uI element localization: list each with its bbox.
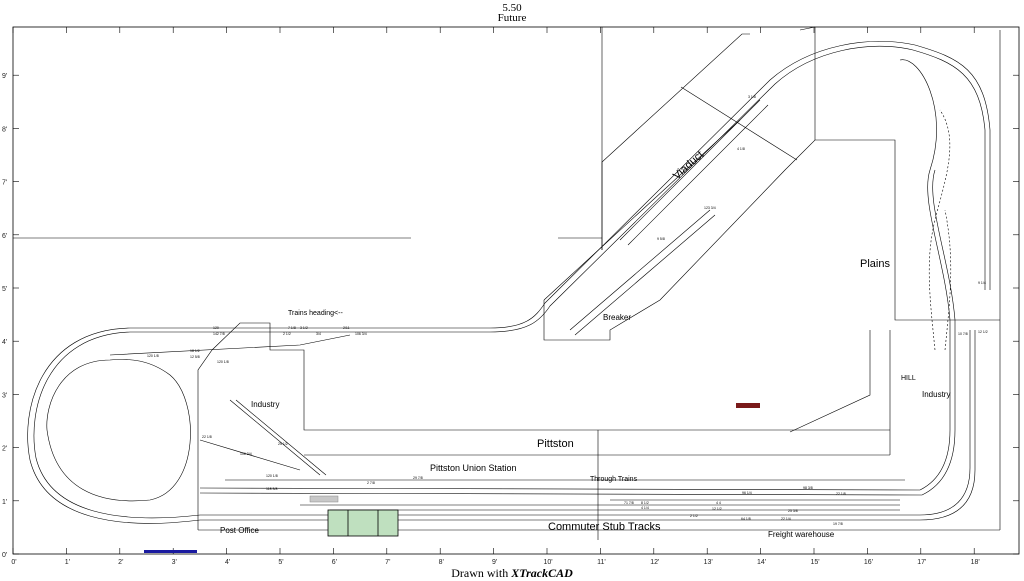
rail-label: 25 1/2 [278,442,288,446]
rail-label: 4 1/4 [641,506,649,510]
footer-credit: Drawn with XTrackCAD [0,566,1024,581]
rail-label: 12 1/2 [712,507,722,511]
rail-label: 12 5/8 [190,355,200,359]
rail-label: 3/4 [316,332,321,336]
x-tick-label: 18' [971,559,980,566]
y-tick-label: 1' [2,499,7,506]
rail-label: 10 7/8 [958,332,968,336]
rail-label: 123 3/4 [704,206,716,210]
scale-label: 5.50 [502,2,522,14]
x-tick-label: 5' [278,559,283,566]
rail-label: 19 7/8 [833,522,843,526]
rail-label: 2/11 [343,326,350,330]
rail-label: 29 7/8 [413,476,423,480]
rail-label: 7 1/8 [288,326,296,330]
x-tick-label: 0' [11,559,16,566]
y-tick-label: 7' [2,180,7,187]
rail-label: 22 1/8 [202,435,212,439]
y-tick-label: 4' [2,339,7,346]
freight-label: Freight warehouse [768,530,835,539]
rail-label: 142 7/8 [213,332,225,336]
rail-label: 120 1/8 [147,354,159,358]
y-tick-label: 3' [2,392,7,399]
y-tick-label: 8' [2,126,7,133]
commuter-shed [327,509,399,537]
rail-label: 98 3/8 [803,486,813,490]
y-tick-label: 9' [2,73,7,80]
rail-label: 22 1/4 [781,517,791,521]
rail-length-labels: 120 7 1/8 3 1/2 2/11 142 7/8 2 1/2 3/4 1… [147,95,988,526]
plan-frame [12,26,1020,555]
industry-right-label: Industry [922,390,950,399]
industry-left-label: Industry [251,400,279,409]
rail-label: 9 5/8 [657,237,665,241]
rail-label: 106 3/4 [240,452,252,456]
rolling-stock [736,403,760,408]
commuter-label: Commuter Stub Tracks [548,521,661,533]
rail-label: 2 1/2 [283,332,291,336]
rail-label: 3 1/2 [300,326,308,330]
x-tick-label: 9' [492,559,497,566]
layout-name: Future [497,12,527,24]
x-tick-label: 4' [225,559,230,566]
x-tick-label: 6' [332,559,337,566]
rail-label: 96 1/4 [742,491,752,495]
rail-label: 120 1/8 [266,474,278,478]
pittston-label: Pittston [537,438,574,450]
x-tick-label: 3' [172,559,177,566]
breaker-label: Breaker [603,313,631,322]
x-tick-label: 8' [439,559,444,566]
station-platform [309,495,339,503]
rail-label: 25 3/8 [788,509,798,513]
rail-label: 12 1/2 [978,330,988,334]
rail-label: 2 7/8 [367,481,375,485]
x-tick-label: 15' [810,559,819,566]
rail-label: 9 1/4 [978,281,986,285]
x-tick-label: 16' [864,559,873,566]
trains-heading-label: Trains heading<-- [288,310,343,317]
rail-label: 120 [213,326,219,330]
axis-ticks: 0' 1' 2' 3' 4' 5' 6' 7' 8' 9' 10' 11' 12' 13' 14' 15' 16… [2,27,1019,566]
y-tick-label: 0' [2,552,7,559]
rail-label: 4 1/8 [737,147,745,151]
y-tick-label: 2' [2,446,7,453]
union-station-label: Pittston Union Station [430,463,517,473]
track-network [27,41,991,524]
x-tick-label: 7' [385,559,390,566]
x-tick-label: 12' [650,559,659,566]
rail-label: 4 4 [716,501,721,505]
rail-label: 120 1/8 [217,360,229,364]
rail-label: 71 7/8 [624,501,634,505]
x-tick-label: 17' [917,559,926,566]
viaduct-label: Viaduct [671,149,706,182]
rail-label: 2 1/2 [690,514,698,518]
x-tick-label: 14' [757,559,766,566]
through-trains-label: Through Trains [590,476,638,483]
x-tick-label: 2' [118,559,123,566]
x-tick-label: 13' [704,559,713,566]
benchwork-outline [13,26,1001,540]
rail-label: 18 1/2 [190,349,200,353]
y-tick-label: 5' [2,286,7,293]
scale-bar [144,550,197,553]
rail-label: 64 1/8 [741,517,751,521]
y-tick-label: 6' [2,233,7,240]
rail-label: 3 1/8 [748,95,756,99]
x-tick-label: 11' [597,559,606,566]
hill-label: HILL [901,375,916,382]
rail-label: 106 3/4 [355,332,367,336]
x-tick-label: 1' [65,559,70,566]
rail-label: 8 1/2 [641,501,649,505]
post-office-label: Post Office [220,526,260,535]
footer-app-name: XTrackCAD [511,566,573,580]
plains-label: Plains [860,258,890,270]
rail-label: 118 3/8 [266,487,277,491]
x-tick-label: 10' [543,559,552,566]
rail-label: 22 1/8 [836,492,846,496]
footer-prefix: Drawn with [451,566,512,580]
